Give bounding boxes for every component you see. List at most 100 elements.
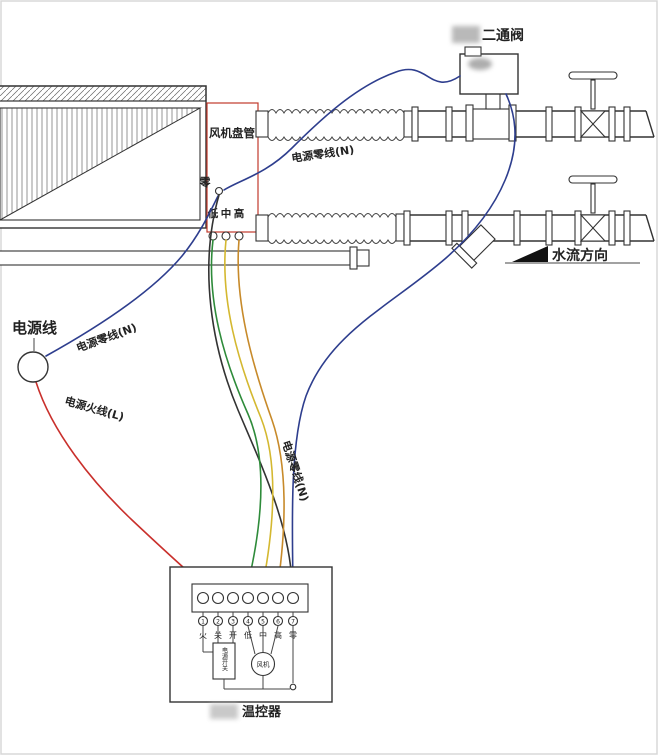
valve-body-top (579, 214, 607, 229)
terminal-screw (286, 591, 300, 605)
speed-high-label: 高 (234, 207, 245, 220)
power-line-label: 电源线 (12, 319, 57, 337)
pipe-coupling (545, 210, 553, 246)
terminal-high-screw (234, 231, 244, 241)
terminal-screw (241, 591, 255, 605)
terminal-number: 5 (261, 619, 265, 626)
internal-wire (270, 625, 279, 655)
gate-valve-return (568, 175, 618, 246)
valve-flange (465, 104, 474, 142)
neutral-left-label: 电源零线(N) (74, 320, 138, 355)
connection-box-outline (206, 102, 259, 233)
terminal-label-high: 高 (274, 630, 282, 640)
power-junction (17, 351, 49, 383)
terminal-number-circle (197, 615, 209, 627)
pipe-end-cut (645, 110, 655, 138)
valve-actuator (459, 53, 519, 95)
valve-body-top (579, 110, 607, 125)
terminal-label-low: 低 (244, 630, 252, 640)
hose-fitting-left (255, 214, 269, 242)
wire-valve-to-thermostat (291, 93, 516, 585)
pipe-coupling (445, 210, 453, 246)
thermostat: 1 2 3 4 5 6 7 火 关 开 低 中 高 零 电源开关 风机 (169, 566, 333, 703)
hose-fitting-right (403, 110, 413, 138)
flex-hose-return (255, 213, 405, 244)
terminal-number-circle (227, 615, 239, 627)
terminal-number: 1 (201, 619, 205, 626)
terminal-screw (211, 591, 225, 605)
terminal-screw (271, 591, 285, 605)
condensate-pipe-endcap (356, 249, 370, 267)
terminal-zero-screw (214, 186, 224, 196)
coil-fins-wedge (0, 107, 202, 221)
fan-coil-unit (0, 85, 207, 229)
censored-logo-blur (468, 58, 492, 70)
terminal-number: 3 (231, 619, 235, 626)
condensate-pipe-fitting (349, 246, 358, 270)
two-way-valve (459, 46, 519, 142)
wire-zero-bundle (208, 194, 293, 585)
speed-mid-label: 中 (221, 207, 232, 220)
valve-body-bottom (579, 227, 607, 242)
wiring (35, 68, 516, 585)
terminal-number: 7 (291, 619, 295, 626)
live-left-label: 电源火线(L) (63, 393, 126, 423)
flow-arrow-icon (512, 246, 548, 262)
pipe-coupling (445, 106, 453, 142)
two-way-valve-caption: 二通阀 (452, 26, 524, 44)
censored-brand-blur (210, 704, 238, 719)
pipe-coupling (623, 106, 631, 142)
water-flow-marker: 水流方向 (505, 246, 640, 264)
power-switch-label: 电源开关 (221, 646, 228, 672)
pipe-end-cut (645, 214, 655, 242)
valve-stem (590, 183, 596, 214)
pipe-coupling (545, 106, 553, 142)
thermostat-caption: 温控器 (210, 704, 282, 720)
hose-corrugation-bottom (267, 238, 397, 244)
hose-corrugation-top (267, 213, 397, 219)
terminal-number: 4 (246, 619, 250, 626)
valve-actuator-cap (464, 46, 482, 57)
valve-flange (574, 106, 582, 142)
hose-fitting-right (395, 213, 405, 242)
terminal-mid-screw (221, 231, 231, 241)
wire-speed-low (210, 239, 262, 585)
condensate-pipe (0, 246, 370, 270)
neutral-node (289, 683, 297, 691)
terminal-screw (226, 591, 240, 605)
fan-coil-connection-box: 风机盘管 零 低 中 高 (199, 102, 259, 241)
internal-wire (247, 625, 256, 655)
mains-entry: 电源线 (12, 319, 57, 383)
valve-flange (574, 210, 582, 246)
thermostat-label: 温控器 (242, 704, 282, 720)
censored-text-blur (452, 26, 480, 43)
terminal-number-circle (257, 615, 269, 627)
wire-mains-neutral (45, 195, 219, 357)
pipe-coupling (411, 106, 419, 142)
pipe-coupling (623, 210, 631, 246)
terminal-number-circle (272, 615, 284, 627)
strainer-leg (451, 224, 496, 269)
strainer-flange (513, 210, 521, 246)
hose-corrugation-bottom (267, 135, 405, 141)
valve-flange (608, 106, 616, 142)
terminal-zero-label: 零 (199, 176, 212, 189)
wire-speed-mid (224, 239, 274, 585)
return-pipe: 水流方向 (403, 175, 655, 269)
terminal-screw (196, 591, 210, 605)
supply-pipe (411, 46, 655, 142)
valve-handle (568, 175, 618, 184)
terminal-number-circle (287, 615, 299, 627)
valve-body (472, 108, 510, 140)
terminal-number-circle (242, 615, 254, 627)
valve-stem (590, 79, 596, 110)
neutral-top-label: 电源零线(N) (290, 142, 355, 165)
fan-motor-label: 风机 (257, 660, 271, 669)
hose-fitting-left (255, 110, 269, 138)
strainer-leg-cap (451, 242, 478, 269)
two-way-valve-label: 二通阀 (482, 27, 524, 44)
hose-corrugation-top (267, 109, 405, 115)
